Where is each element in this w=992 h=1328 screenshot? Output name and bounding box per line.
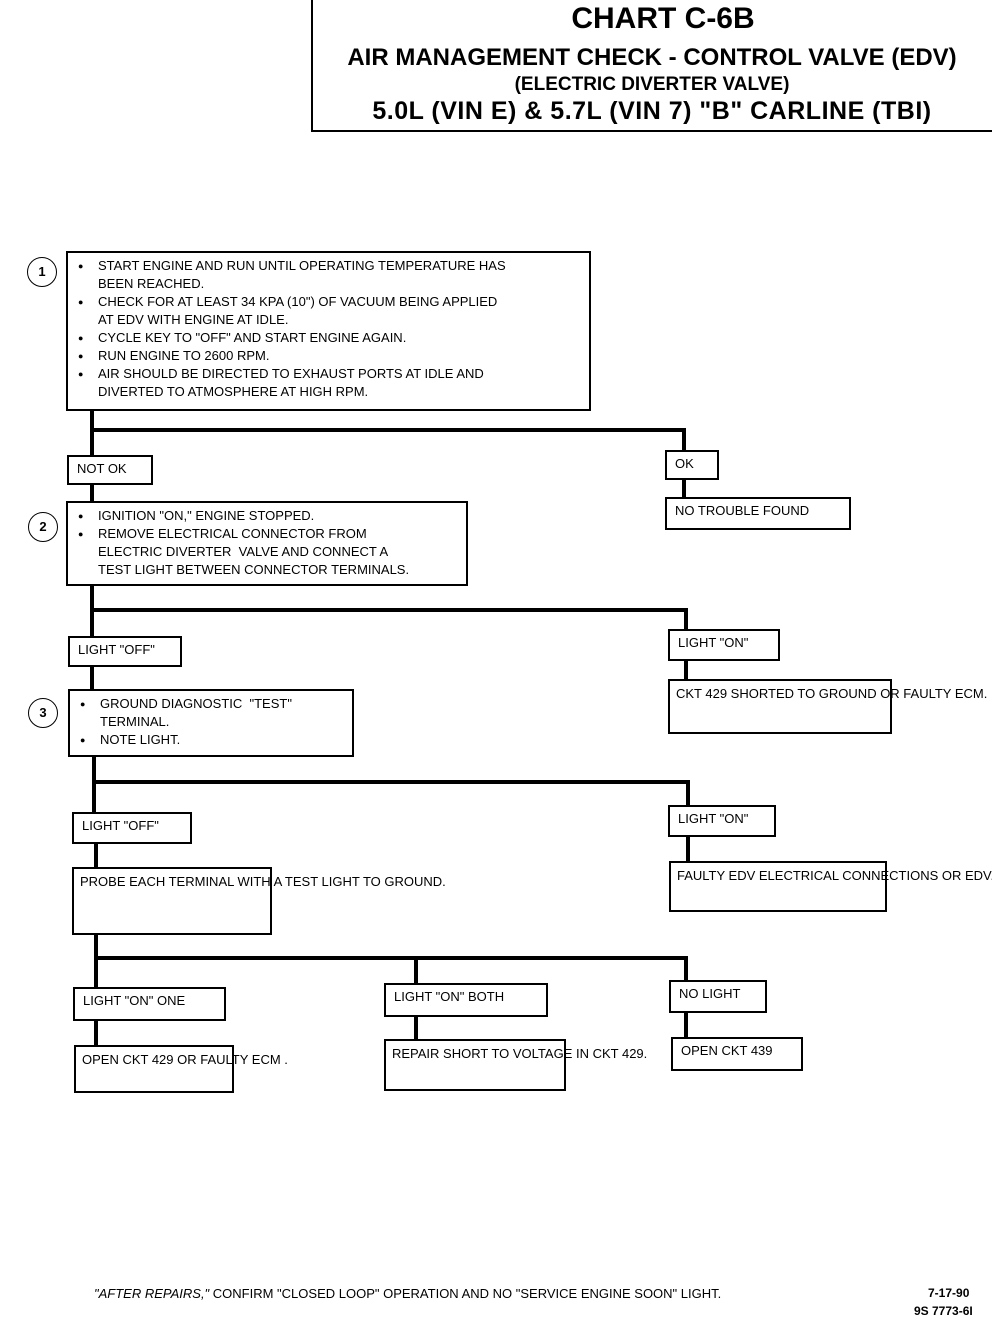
open-ckt439-box: OPEN CKT 439 [671, 1037, 803, 1071]
step-3-box: GROUND DIAGNOSTIC "TEST" TERMINAL.NOTE L… [68, 689, 354, 757]
not-ok-label: NOT OK [67, 455, 153, 485]
step-2-list: IGNITION "ON," ENGINE STOPPED.REMOVE ELE… [74, 507, 460, 579]
ckt429-shorted-box: CKT 429 SHORTED TO GROUND OR FAULTY ECM. [668, 679, 987, 734]
step-number-3: 3 [28, 698, 58, 728]
no-light-label: NO LIGHT [669, 980, 767, 1013]
probe-terminal-box: PROBE EACH TERMINAL WITH A TEST LIGHT TO… [72, 867, 446, 935]
open-ckt429-box: OPEN CKT 429 OR FAULTY ECM . [74, 1045, 288, 1093]
step-1-item: AIR SHOULD BE DIRECTED TO EXHAUST PORTS … [74, 365, 583, 401]
step-3-item: GROUND DIAGNOSTIC "TEST" TERMINAL. [76, 695, 346, 731]
step-2-item: IGNITION "ON," ENGINE STOPPED. [74, 507, 460, 525]
step-1-item: RUN ENGINE TO 2600 RPM. [74, 347, 583, 365]
step-3-list: GROUND DIAGNOSTIC "TEST" TERMINAL.NOTE L… [76, 695, 346, 749]
light-on-both-label: LIGHT "ON" BOTH [384, 983, 548, 1017]
light-on-label-1: LIGHT "ON" [668, 629, 780, 661]
step-1-list: START ENGINE AND RUN UNTIL OPERATING TEM… [74, 257, 583, 401]
step-1-item: CYCLE KEY TO "OFF" AND START ENGINE AGAI… [74, 329, 583, 347]
after-repairs-label: "AFTER REPAIRS," [94, 1286, 210, 1301]
step-3-item: NOTE LIGHT. [76, 731, 346, 749]
light-on-one-label: LIGHT "ON" ONE [73, 987, 226, 1021]
step-1-box: START ENGINE AND RUN UNTIL OPERATING TEM… [66, 251, 591, 411]
footer-date: 7-17-90 [928, 1286, 970, 1300]
step-1-item: CHECK FOR AT LEAST 34 KPA (10") OF VACUU… [74, 293, 583, 329]
step-number-2: 2 [28, 512, 58, 542]
engine-line: 5.0L (VIN E) & 5.7L (VIN 7) "B" CARLINE … [372, 97, 932, 125]
step-2-item: REMOVE ELECTRICAL CONNECTOR FROM ELECTRI… [74, 525, 460, 579]
step-1-item: START ENGINE AND RUN UNTIL OPERATING TEM… [74, 257, 583, 293]
chart-id: CHART C-6B [571, 2, 755, 35]
step-number-1: 1 [27, 257, 57, 287]
chart-title: AIR MANAGEMENT CHECK - CONTROL VALVE (ED… [347, 44, 957, 71]
after-repairs-text: CONFIRM "CLOSED LOOP" OPERATION AND NO "… [209, 1286, 722, 1301]
chart-header: CHART C-6B AIR MANAGEMENT CHECK - CONTRO… [311, 0, 992, 132]
no-trouble-found-box: NO TROUBLE FOUND [665, 497, 851, 530]
light-off-label-2: LIGHT "OFF" [72, 812, 192, 844]
light-on-label-2: LIGHT "ON" [668, 805, 776, 837]
after-repairs-note: "AFTER REPAIRS," CONFIRM "CLOSED LOOP" O… [94, 1286, 721, 1301]
step-2-box: IGNITION "ON," ENGINE STOPPED.REMOVE ELE… [66, 501, 468, 586]
footer-code: 9S 7773-6I [914, 1304, 973, 1318]
repair-short-box: REPAIR SHORT TO VOLTAGE IN CKT 429. [384, 1039, 647, 1091]
ok-label: OK [665, 450, 719, 480]
light-off-label-1: LIGHT "OFF" [68, 636, 182, 667]
faulty-edv-box: FAULTY EDV ELECTRICAL CONNECTIONS OR EDV… [669, 861, 992, 912]
chart-subtitle: (ELECTRIC DIVERTER VALVE) [514, 74, 790, 95]
